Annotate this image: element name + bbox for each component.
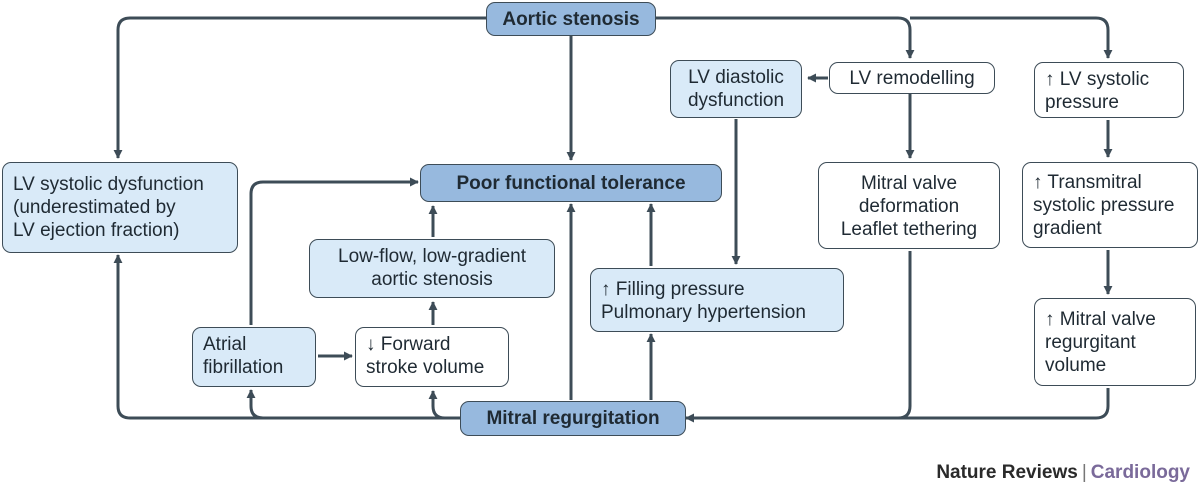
node-atrial-fibrillation-line-2: fibrillation [203,357,284,378]
arrow-mr-to-forward-stroke [428,390,460,420]
node-forward-stroke-line-2: stroke volume [366,357,485,378]
node-atrial-fibrillation: Atrial fibrillation [192,327,316,387]
node-transmitral-line-1: ↑ Transmitral [1033,172,1142,193]
arrow-volume-to-mr [685,388,1110,423]
arrow-as-to-lv-remodelling [656,16,915,59]
node-lv-diastolic-dysfunction: LV diastolic dysfunction [670,60,802,118]
node-lv-systolic-pressure: ↑ LV systolic pressure [1034,62,1184,118]
node-low-flow-line-2: aortic stenosis [371,269,493,290]
node-lv-remodelling-label: LV remodelling [849,68,975,89]
node-lv-remodelling: LV remodelling [829,62,995,94]
node-mitral-regurgitation: Mitral regurgitation [460,401,686,436]
node-regurgitant-volume-line-1: ↑ Mitral valve [1045,309,1156,330]
node-lv-diastolic-dysfunction-line-2: dysfunction [687,90,785,111]
node-lv-diastolic-dysfunction-line-1: LV diastolic [688,67,784,88]
node-deformation-line-1: Mitral valve [860,173,958,194]
journal-name: Nature Reviews [936,462,1078,483]
node-mitral-regurgitant-volume: ↑ Mitral valve regurgitant volume [1034,298,1196,386]
arrow-as-to-lv-systolic-pressure [910,16,1113,59]
node-filling-pressure-line-2: Pulmonary hypertension [601,302,806,323]
arrow-mr-to-atrial-fibrillation [246,389,300,420]
node-deformation-line-3: Leaflet tethering [840,219,978,240]
node-regurgitant-volume-line-3: volume [1045,355,1107,376]
node-filling-pressure: ↑ Filling pressure Pulmonary hypertensio… [590,268,844,332]
node-forward-stroke-line-1: ↓ Forward [366,334,451,355]
node-low-flow-low-gradient: Low-flow, low-gradient aortic stenosis [309,239,555,298]
node-transmitral-line-3: gradient [1033,218,1102,239]
node-filling-pressure-line-1: ↑ Filling pressure [601,279,745,300]
node-lv-systolic-pressure-line-2: pressure [1045,92,1119,113]
node-lv-systolic-dysfunction-line-3: LV ejection fraction) [13,220,180,241]
line-deformation-to-mr [897,251,912,420]
credit-separator: | [1081,462,1087,483]
journal-credit: Nature Reviews|Cardiology [936,462,1190,484]
node-transmitral-line-2: systolic pressure [1033,195,1175,216]
node-transmitral-gradient: ↑ Transmitral systolic pressure gradient [1022,162,1198,248]
node-aortic-stenosis: Aortic stenosis [486,2,656,36]
node-mitral-valve-deformation: Mitral valve deformation Leaflet tetheri… [818,162,1000,249]
node-atrial-fibrillation-line-1: Atrial [203,334,247,355]
node-lv-systolic-dysfunction: LV systolic dysfunction (underestimated … [2,162,238,253]
node-lv-systolic-dysfunction-line-1: LV systolic dysfunction [13,174,204,195]
arrow-as-to-lv-systolic-dysfunction [113,16,486,159]
node-lv-systolic-pressure-line-1: ↑ LV systolic [1045,69,1150,90]
node-regurgitant-volume-line-2: regurgitant [1045,332,1136,353]
node-forward-stroke-volume: ↓ Forward stroke volume [355,327,509,387]
node-aortic-stenosis-label: Aortic stenosis [502,9,640,30]
node-lv-systolic-dysfunction-line-2: (underestimated by [13,197,176,218]
arrow-af-to-poor-tolerance [249,177,419,325]
node-low-flow-line-1: Low-flow, low-gradient [338,246,526,267]
node-poor-functional-tolerance: Poor functional tolerance [420,164,722,202]
node-poor-functional-tolerance-label: Poor functional tolerance [456,173,686,194]
node-mitral-regurgitation-label: Mitral regurgitation [486,408,660,429]
node-deformation-line-2: deformation [858,196,960,217]
journal-section: Cardiology [1090,462,1190,483]
arrow-mr-to-lv-systolic-dysfunction [113,254,460,420]
